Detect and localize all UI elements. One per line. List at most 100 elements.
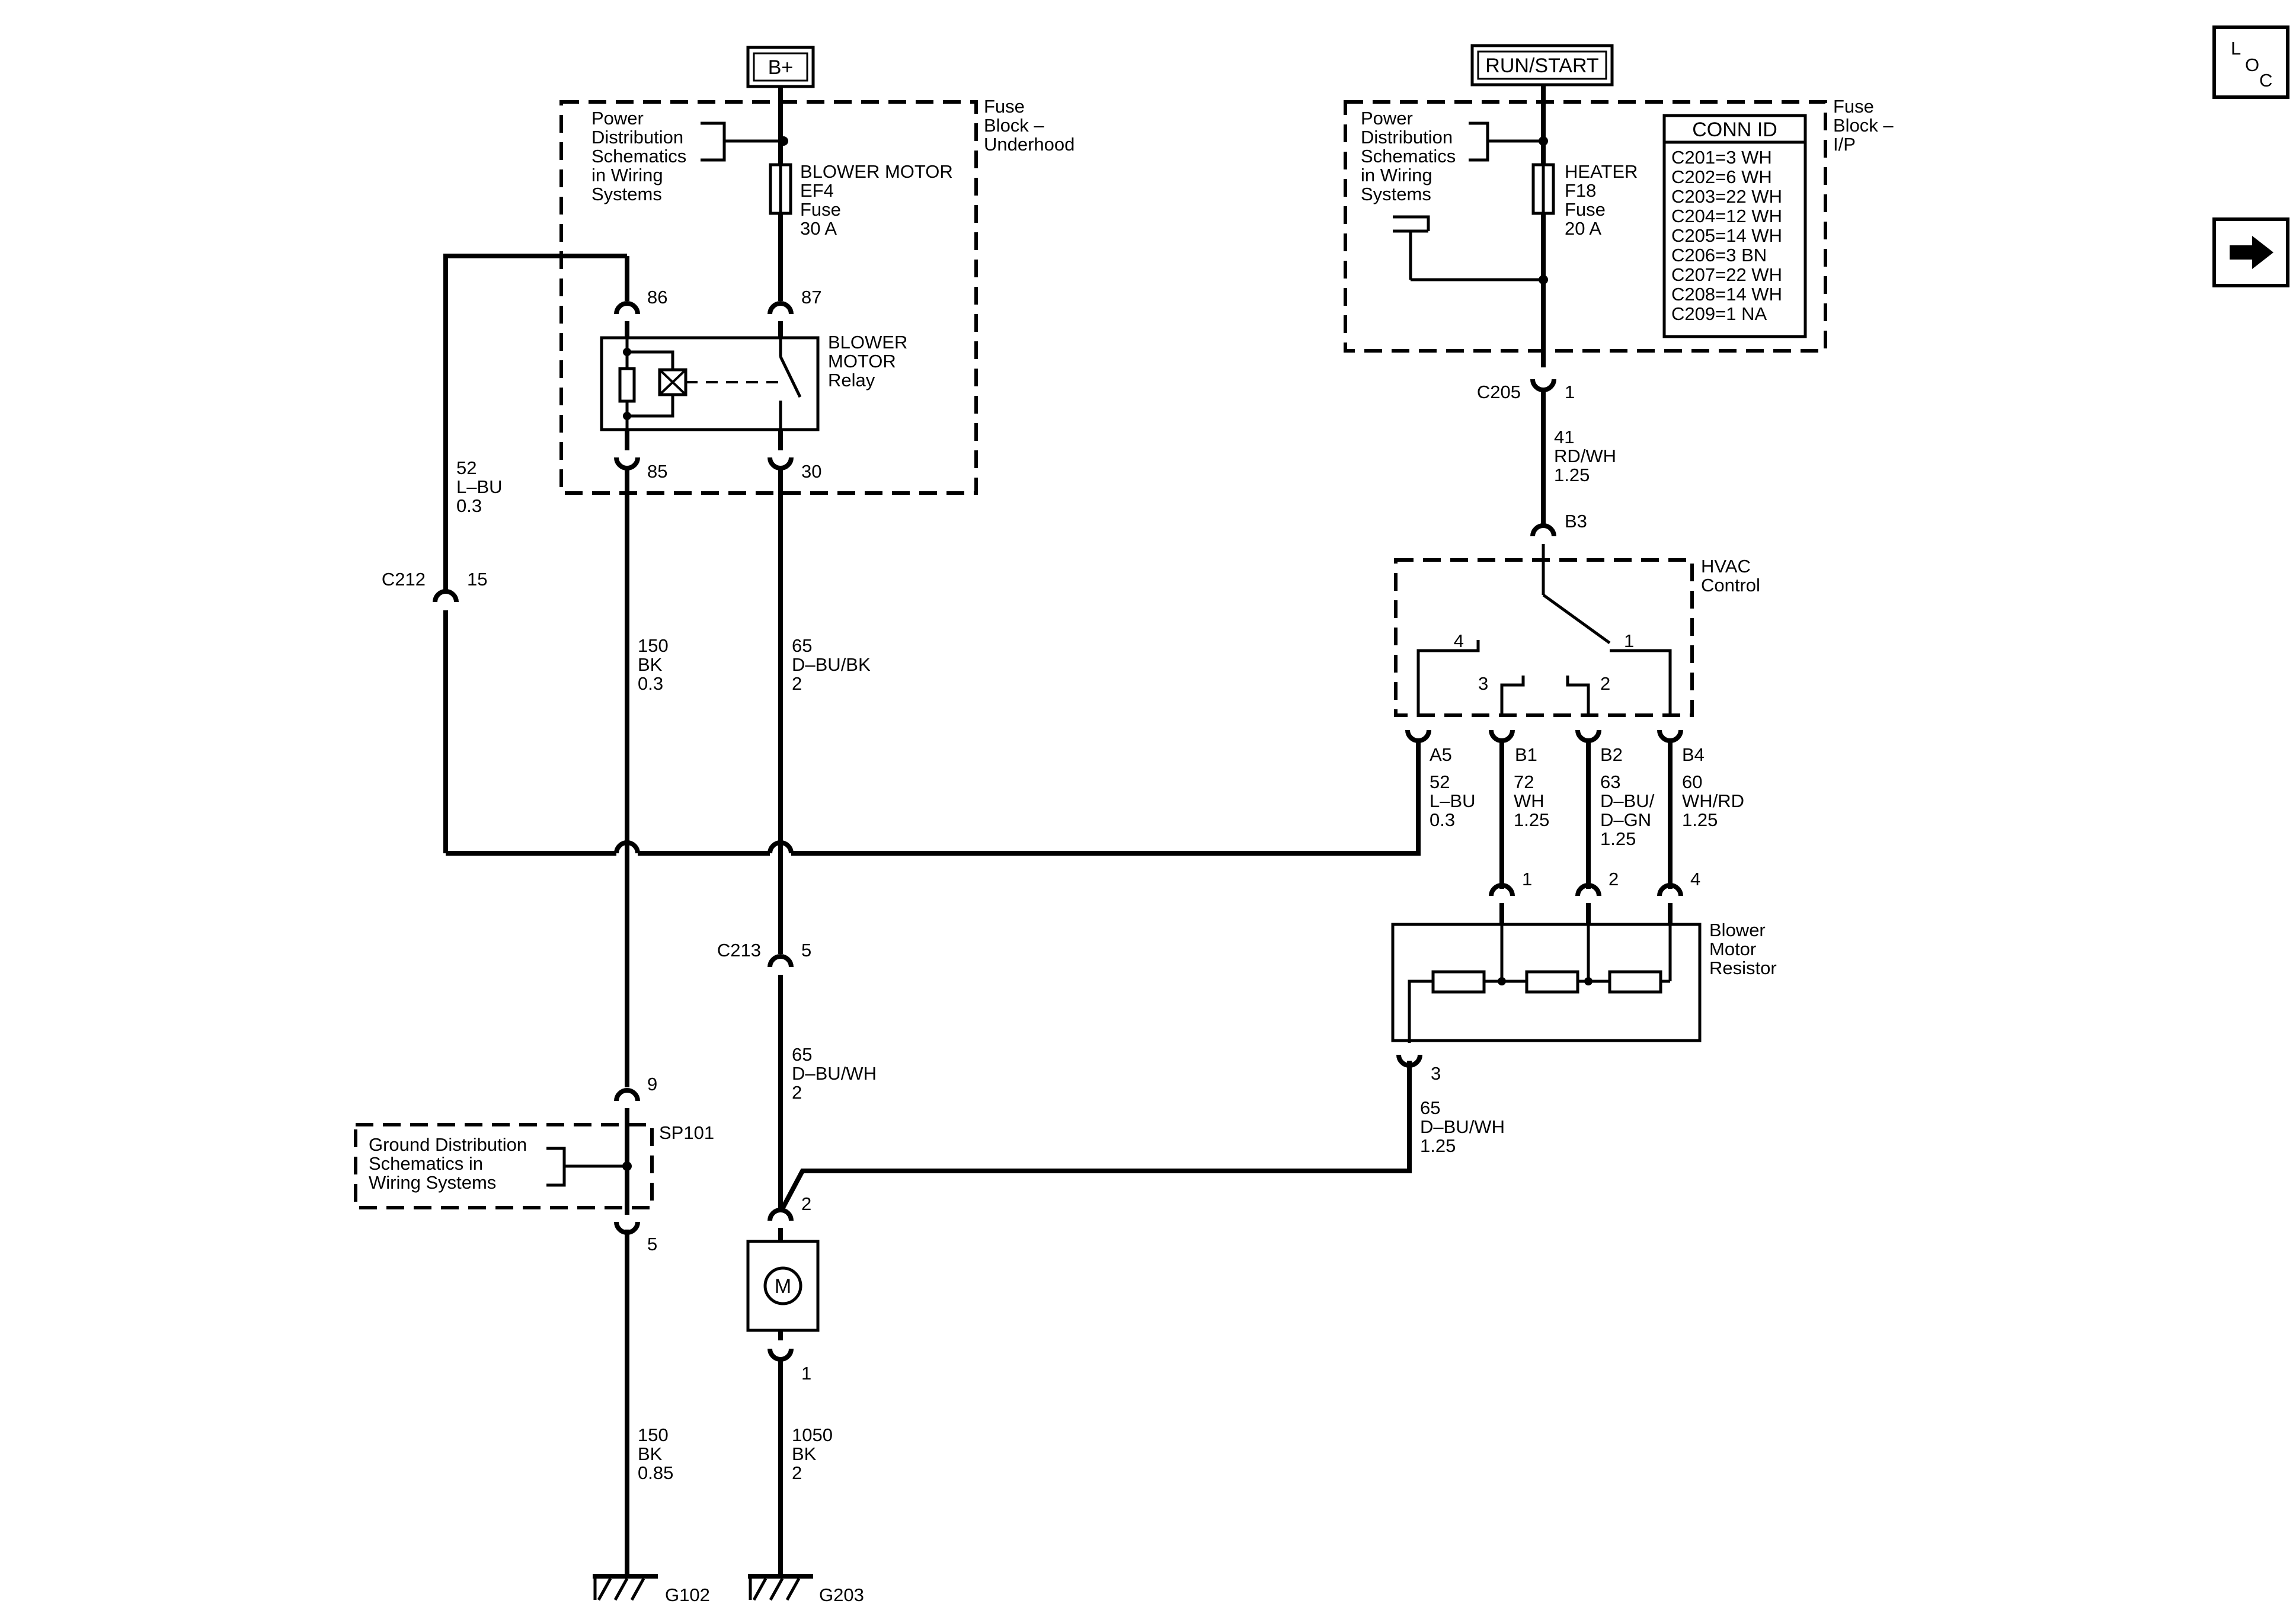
svg-text:BK: BK (638, 654, 663, 675)
next-page-button[interactable] (2212, 217, 2289, 287)
svg-text:D–BU/: D–BU/ (1600, 790, 1655, 811)
loc-letter-l: L (2231, 38, 2241, 59)
conn-id-row: C201=3 WH (1671, 147, 1772, 168)
wire-52-left-label: 52 L–BU 0.3 (456, 457, 503, 516)
svg-text:72: 72 (1514, 772, 1534, 792)
svg-text:Ground Distribution: Ground Distribution (369, 1134, 527, 1155)
hvac-pin-b2: B2 (1575, 729, 1623, 889)
svg-text:MOTOR: MOTOR (828, 351, 896, 372)
sp101-pin-5: 5 (614, 1221, 657, 1576)
svg-text:Distribution: Distribution (591, 127, 683, 148)
svg-text:1.25: 1.25 (1420, 1135, 1456, 1156)
b-plus-label: B+ (768, 56, 794, 79)
wire-52-lbu-left (443, 254, 627, 593)
motor-symbol: M (775, 1275, 791, 1298)
svg-text:C212: C212 (382, 569, 426, 590)
svg-text:0.3: 0.3 (1430, 809, 1455, 830)
svg-text:0.3: 0.3 (456, 495, 482, 516)
svg-text:Wiring Systems: Wiring Systems (369, 1172, 496, 1193)
svg-text:52: 52 (1430, 772, 1450, 792)
svg-text:A5: A5 (1430, 744, 1452, 765)
resistor-pin-2: 2 (1575, 869, 1619, 924)
svg-text:2: 2 (801, 1193, 811, 1214)
svg-text:65: 65 (792, 635, 812, 656)
svg-text:2: 2 (792, 1082, 802, 1103)
conn-id-row: C206=3 BN (1671, 245, 1767, 265)
conn-id-row: C203=22 WH (1671, 186, 1782, 207)
run-start-source: RUN/START (1470, 44, 1614, 87)
wire-150-upper-label: 150 BK 0.3 (638, 635, 669, 694)
svg-text:D–BU/WH: D–BU/WH (1420, 1116, 1505, 1137)
svg-text:63: 63 (1600, 772, 1620, 792)
loc-letter-c: C (2259, 70, 2272, 91)
hvac-switch-3: 3 (1478, 673, 1488, 694)
b-plus-source: B+ (746, 46, 815, 88)
fuse-block-ip-box (1344, 100, 1827, 353)
resistor-element (1431, 970, 1486, 994)
wire-150-lower-label: 150 BK 0.85 (638, 1425, 673, 1483)
svg-text:in Wiring: in Wiring (591, 165, 663, 185)
hvac-pin-b4: B4 (1657, 729, 1705, 889)
svg-text:65: 65 (1420, 1097, 1440, 1118)
relay-internal (618, 338, 802, 430)
svg-text:Fuse: Fuse (1565, 199, 1606, 220)
svg-text:EF4: EF4 (800, 180, 834, 201)
svg-text:RD/WH: RD/WH (1554, 446, 1616, 466)
svg-text:BLOWER: BLOWER (828, 332, 907, 353)
blower-motor: M (746, 1240, 820, 1340)
blower-motor-resistor-label: Blower Motor Resistor (1709, 920, 1777, 978)
relay-pin-86: 86 (614, 256, 667, 338)
c213-connector: C213 5 (717, 940, 811, 1209)
svg-text:2: 2 (1609, 869, 1619, 889)
svg-text:1.25: 1.25 (1682, 809, 1718, 830)
sp101-label: SP101 (659, 1122, 714, 1143)
svg-text:WH: WH (1514, 790, 1544, 811)
svg-text:HEATER: HEATER (1565, 161, 1638, 182)
svg-text:1.25: 1.25 (1554, 465, 1590, 485)
hvac-pin-a5: A5 (1405, 729, 1452, 765)
ground-g203: G203 (748, 1574, 864, 1605)
svg-text:C205: C205 (1477, 382, 1521, 402)
svg-text:2: 2 (792, 1462, 802, 1483)
hvac-switch-4: 4 (1454, 630, 1464, 651)
ground-distribution-note: Ground Distribution Schematics in Wiring… (369, 1134, 632, 1193)
wire-65-resistor-to-motor (780, 1061, 1412, 1210)
svg-text:G203: G203 (819, 1585, 864, 1605)
conn-id-row: C204=12 WH (1671, 206, 1782, 226)
wire-72-label: 72 WH 1.25 (1514, 772, 1549, 830)
svg-text:L–BU: L–BU (1430, 790, 1476, 811)
loc-letter-o: O (2245, 55, 2259, 75)
svg-text:D–BU/WH: D–BU/WH (792, 1063, 877, 1084)
c212-connector: C212 15 (382, 569, 487, 853)
svg-text:B4: B4 (1682, 744, 1705, 765)
ground-distribution-box (354, 1123, 654, 1209)
resistor-network (1408, 924, 1672, 1043)
wire-65-res-label: 65 D–BU/WH 1.25 (1420, 1097, 1505, 1156)
loc-button[interactable]: L O C (2212, 25, 2289, 99)
wire-65-mid-label: 65 D–BU/WH 2 (792, 1044, 877, 1103)
resistor-pin-4: 4 (1657, 869, 1700, 924)
svg-text:G102: G102 (665, 1585, 710, 1605)
svg-text:Schematics: Schematics (591, 146, 686, 167)
svg-text:86: 86 (647, 287, 667, 308)
wire-52-lbu-bus (446, 747, 1421, 856)
hvac-switch-2: 2 (1600, 673, 1610, 694)
fuse-block-underhood-label: Fuse Block – Underhood (984, 96, 1075, 155)
svg-text:Fuse: Fuse (800, 199, 841, 220)
svg-text:5: 5 (801, 940, 811, 961)
svg-text:15: 15 (467, 569, 487, 590)
svg-text:Fuse: Fuse (984, 96, 1025, 117)
resistor-element (1525, 970, 1579, 994)
conn-id-row: C209=1 NA (1671, 303, 1767, 324)
hvac-pin-b1: B1 (1489, 729, 1537, 889)
c205-connector: C205 1 (1477, 379, 1575, 524)
wire-1050-label: 1050 BK 2 (792, 1425, 833, 1483)
resistor-element (1608, 970, 1662, 994)
svg-text:0.85: 0.85 (638, 1462, 673, 1483)
svg-text:Underhood: Underhood (984, 134, 1075, 155)
conn-id-row: C202=6 WH (1671, 167, 1772, 187)
conn-id-title: CONN ID (1692, 119, 1777, 141)
resistor-pin-3: 3 (1396, 1054, 1441, 1084)
hvac-control-label: HVAC Control (1701, 556, 1760, 596)
relay-pin-85: 85 (614, 430, 667, 853)
